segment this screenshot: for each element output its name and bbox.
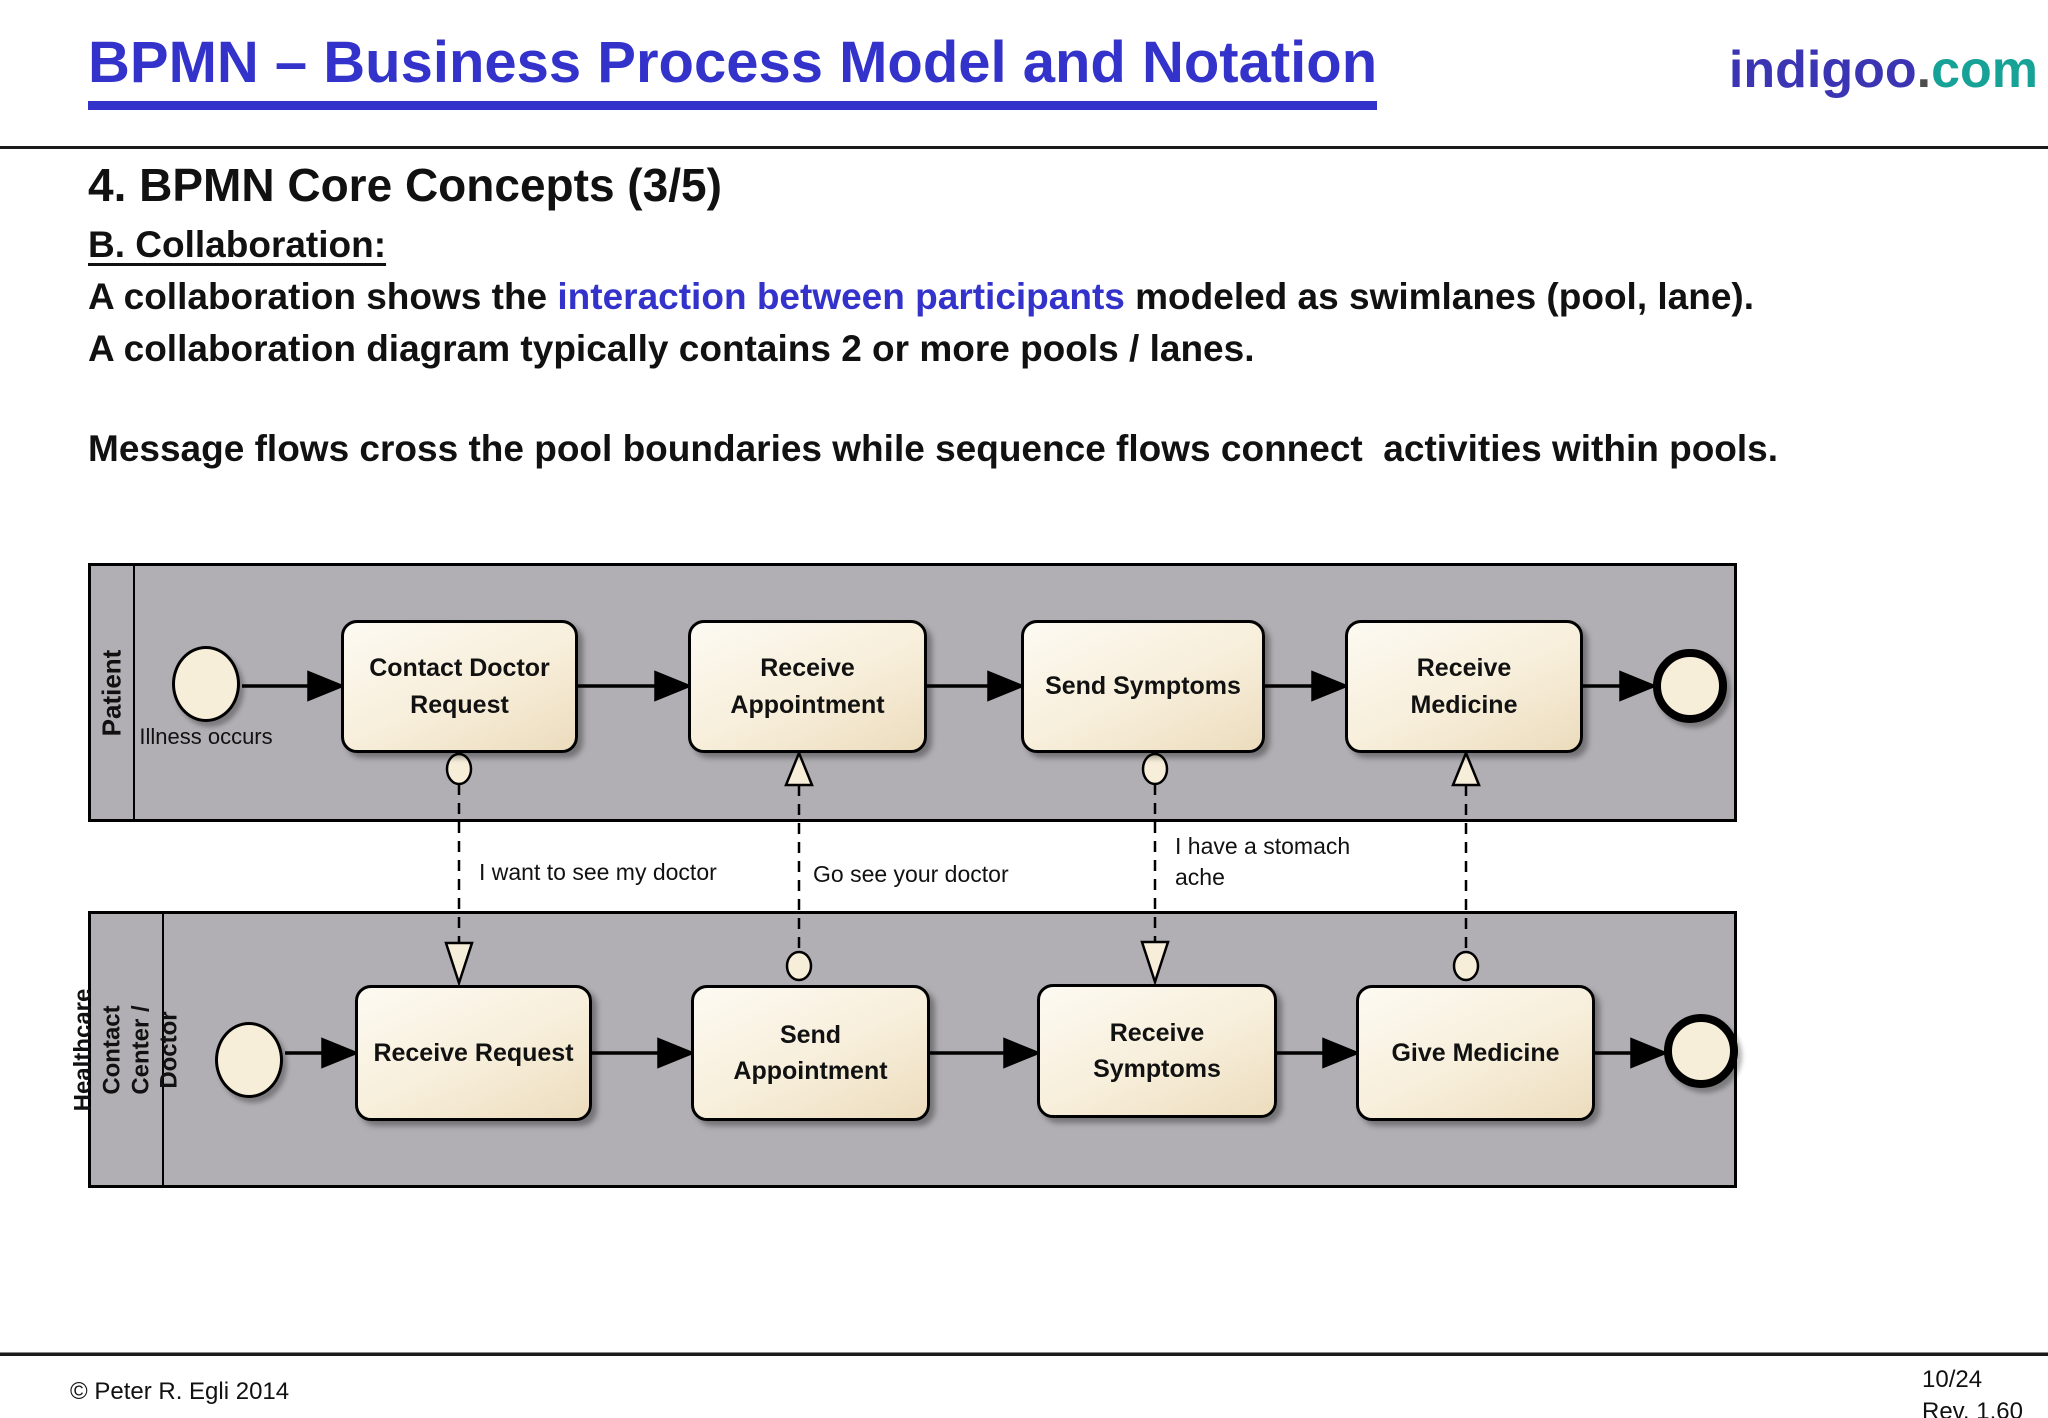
- paragraph-message-flows: Message flows cross the pool boundaries …: [88, 428, 1779, 469]
- message-label-stomach-ache: I have a stomach ache: [1175, 833, 1351, 891]
- line1-post: modeled as swimlanes (pool, lane).: [1124, 276, 1755, 317]
- task-give-medicine: Give Medicine: [1356, 985, 1595, 1121]
- task-send-appointment: Send Appointment: [691, 985, 930, 1121]
- task-contact-doctor-request: Contact Doctor Request: [341, 620, 578, 753]
- section-heading: 4. BPMN Core Concepts (3/5): [88, 159, 722, 211]
- footer-copyright: © Peter R. Egli 2014: [70, 1378, 290, 1405]
- task-receive-request: Receive Request: [355, 985, 592, 1121]
- paragraph-collaboration: A collaboration shows the interaction be…: [88, 276, 1754, 318]
- footer-pageinfo: 10/24 Rev. 1.60: [1922, 1364, 2023, 1418]
- message-flows: [444, 749, 1481, 988]
- indigoo-logo: indigoo.com: [1729, 40, 2038, 100]
- end-event-patient: [1653, 649, 1727, 723]
- logo-dot: .: [1916, 41, 1932, 99]
- header-divider: [0, 146, 2048, 149]
- task-receive-symptoms: Receive Symptoms: [1037, 984, 1277, 1118]
- end-event-healthcare: [1664, 1014, 1738, 1088]
- start-event-label: Illness occurs: [139, 724, 273, 749]
- page-number: 10/24: [1922, 1366, 1983, 1393]
- sequence-flows-pool1: [242, 670, 1658, 702]
- footer-divider: [0, 1352, 2048, 1356]
- message-label-see-doctor: I want to see my doctor: [479, 859, 717, 885]
- line1-pre: A collaboration shows the: [88, 276, 558, 317]
- task-receive-medicine: Receive Medicine: [1345, 620, 1583, 753]
- lane-strip-healthcare: Healthcare Contact Center / Doctor: [69, 914, 182, 1185]
- task-receive-appointment: Receive Appointment: [688, 620, 927, 753]
- flow-connectors-svg: [242, 670, 1669, 1069]
- start-event-healthcare: [215, 1022, 283, 1098]
- start-event-patient: [172, 646, 240, 722]
- paragraph-pools: A collaboration diagram typically contai…: [88, 328, 1255, 369]
- message-label-go-see-doctor: Go see your doctor: [813, 861, 1009, 887]
- logo-name: indigoo: [1728, 41, 1917, 99]
- logo-tld: com: [1931, 41, 2038, 99]
- page-title: BPMN – Business Process Model and Notati…: [88, 30, 1378, 110]
- sequence-flows-pool2: [285, 1037, 1669, 1069]
- line1-highlight: interaction between participants: [557, 276, 1125, 317]
- lane-strip-patient: Patient: [91, 566, 135, 819]
- subsection-heading: B. Collaboration:: [88, 224, 387, 265]
- task-send-symptoms: Send Symptoms: [1021, 620, 1265, 753]
- revision-number: Rev. 1.60: [1922, 1398, 2023, 1418]
